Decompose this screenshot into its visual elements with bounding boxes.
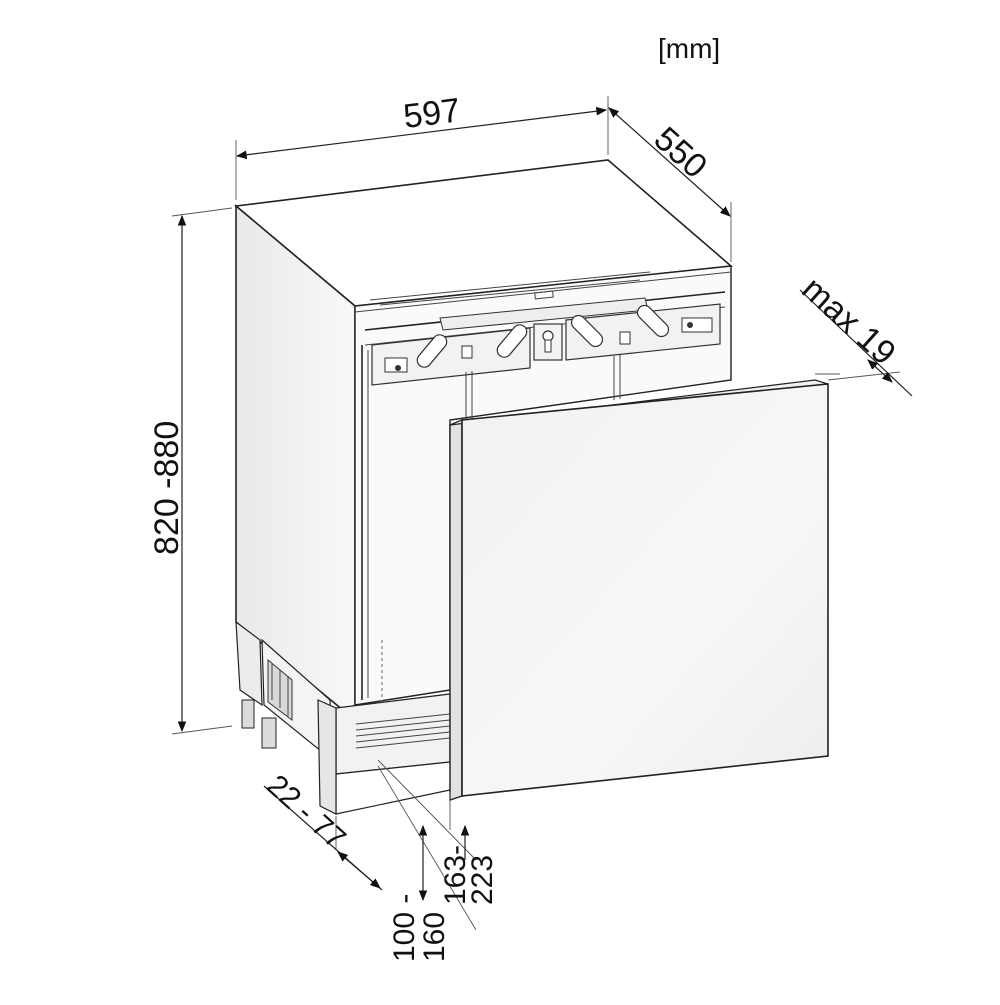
door-front-face bbox=[461, 383, 829, 797]
center-mount-plate bbox=[533, 323, 563, 361]
plinth-height-lower-label: 223 bbox=[466, 855, 499, 905]
panel-thickness-label: max 19 bbox=[795, 270, 903, 373]
appliance-body bbox=[234, 159, 733, 815]
dimension-lines bbox=[171, 96, 913, 931]
adjustable-foot-assembly bbox=[235, 620, 337, 815]
foot-height-lower-label: 160 bbox=[418, 912, 451, 962]
unit-label: [mm] bbox=[658, 33, 720, 64]
left-hinge-bracket bbox=[371, 324, 531, 386]
furniture-door-panel bbox=[449, 379, 829, 801]
foot-height-upper-label: 100 - bbox=[388, 894, 421, 962]
right-hinge-bracket bbox=[565, 303, 721, 361]
width-label: 597 bbox=[401, 91, 462, 136]
height-label: 820 -880 bbox=[148, 421, 186, 555]
depth-label: 550 bbox=[647, 120, 715, 186]
kick-plate-grille bbox=[355, 713, 451, 749]
plinth-height-upper-label: 163- bbox=[439, 845, 472, 905]
